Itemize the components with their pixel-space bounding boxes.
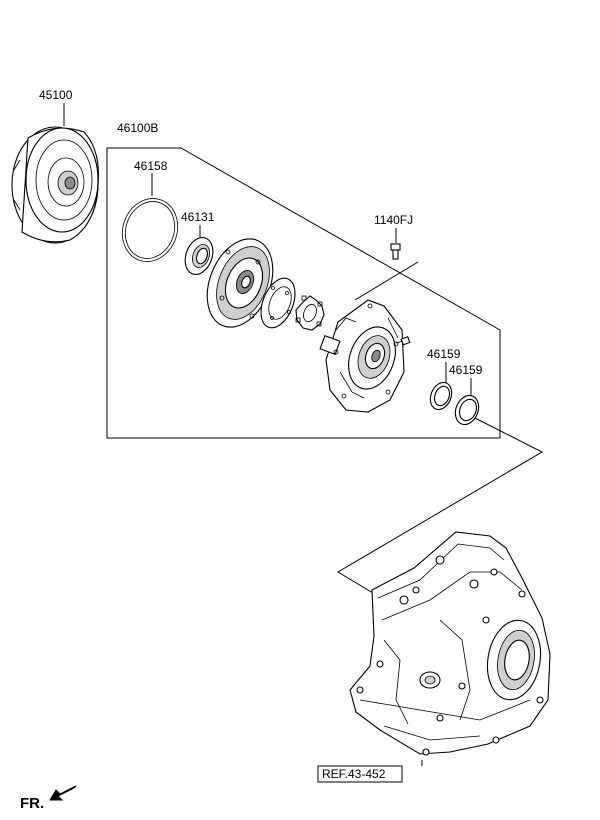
label-46158: 46158 [134,159,168,173]
seal-ring-a[interactable] [426,379,455,412]
label-45100: 45100 [39,88,73,102]
pump-cover[interactable] [195,229,285,337]
o-ring[interactable] [114,191,187,270]
outer-rotor[interactable] [254,273,301,332]
pump-housing[interactable] [319,299,405,413]
label-46159-b: 46159 [449,363,483,377]
ref-box [317,765,403,783]
oil-seal[interactable] [180,234,217,279]
torque-converter[interactable] [11,126,99,244]
assembly-bracket [106,147,501,439]
label-46159-a: 46159 [427,347,461,361]
label-front: FR. [20,795,44,812]
front-arrow-icon [49,785,77,801]
label-ref: REF.43-452 [322,767,386,781]
transmission-case[interactable] [349,531,551,756]
seal-ring-b[interactable] [451,392,483,428]
bolt-upper[interactable] [390,243,401,260]
case-link-line [337,417,544,597]
label-46100b: 46100B [117,121,158,135]
bolt-lower[interactable] [395,336,411,346]
label-1140fj: 1140FJ [374,213,413,227]
bracket-link-1140fj [354,261,419,301]
inner-rotor[interactable] [295,295,325,331]
label-46131: 46131 [181,210,215,224]
